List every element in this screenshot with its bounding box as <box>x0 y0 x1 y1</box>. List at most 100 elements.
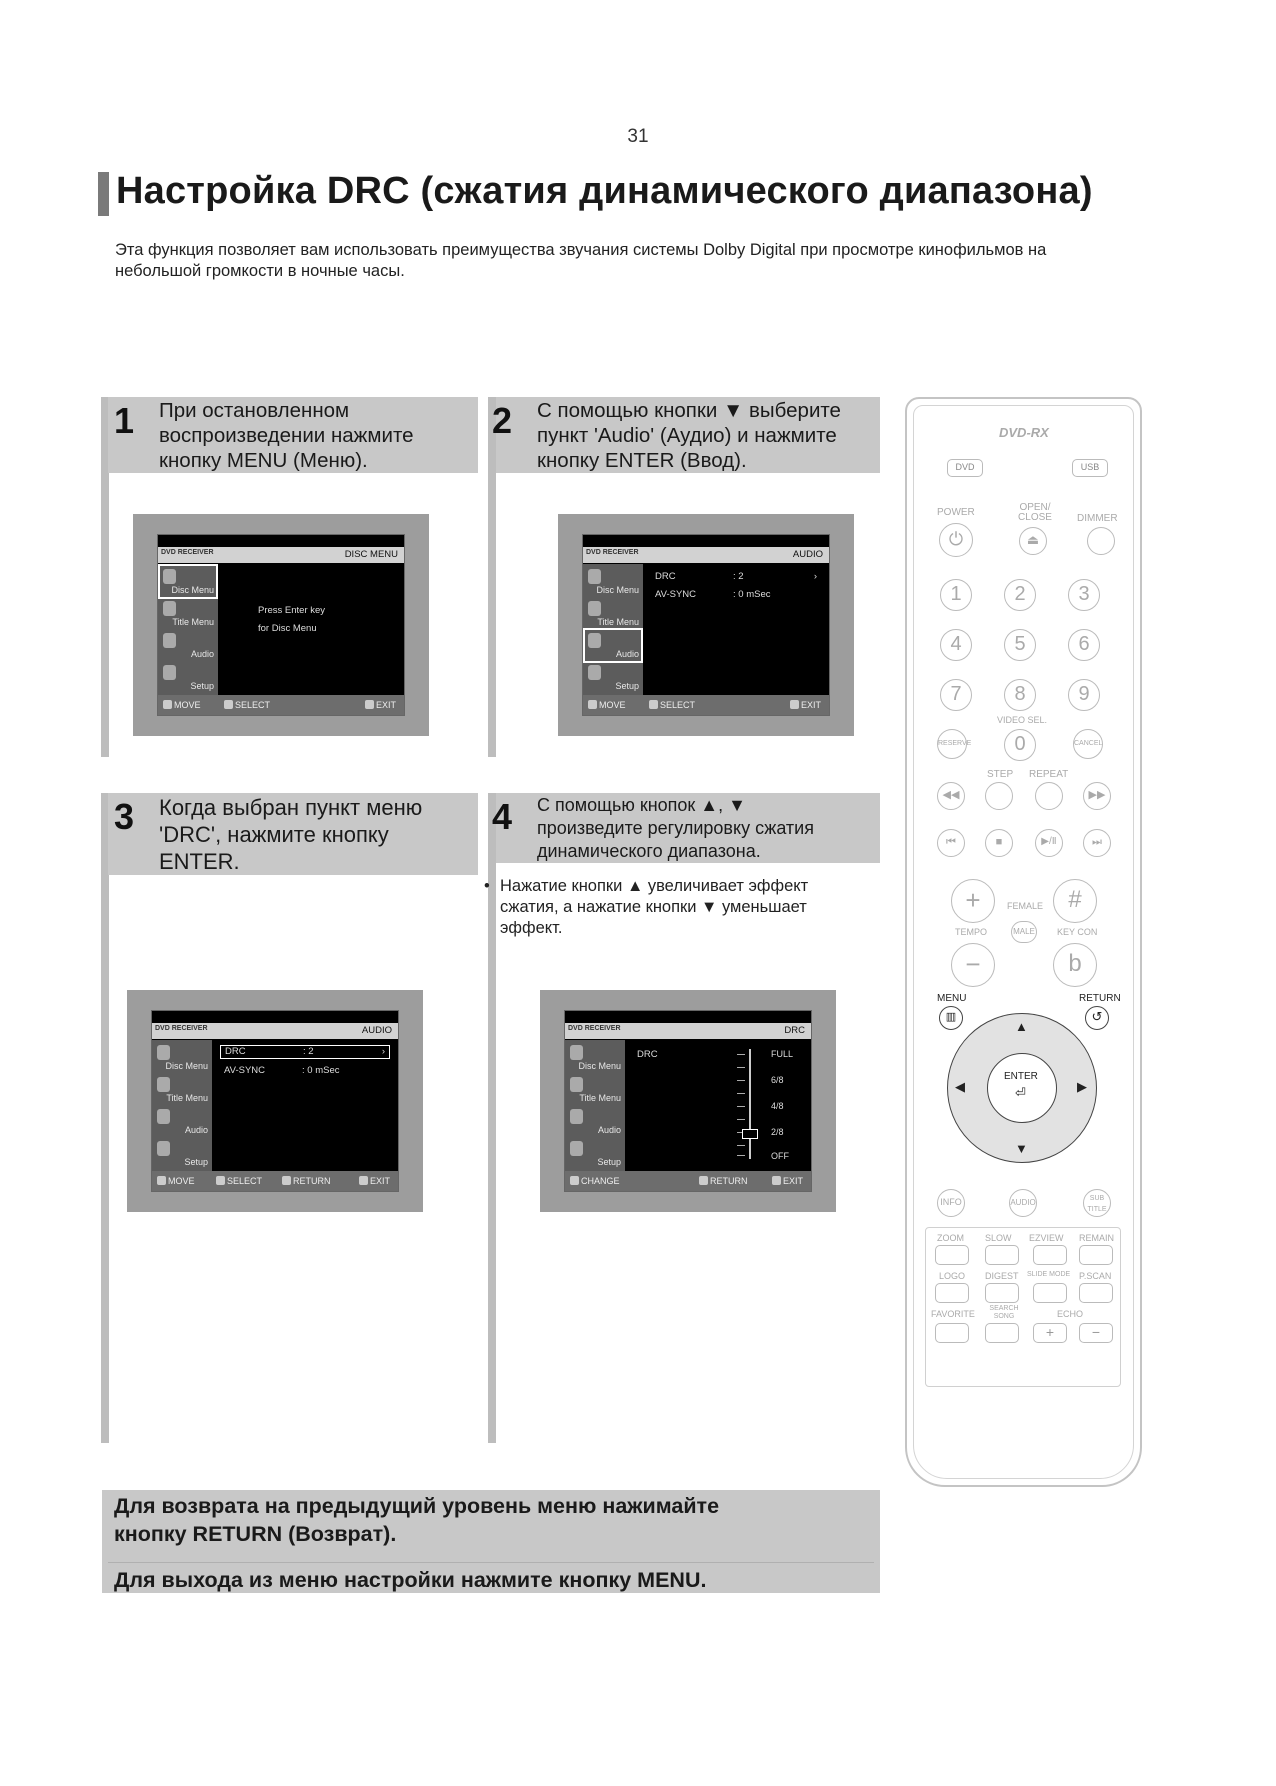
speaker-icon <box>163 633 176 648</box>
fast-forward-icon: ▶▶ <box>1083 782 1111 810</box>
step-4-note: • Нажатие кнопки ▲ увеличивает эффект сж… <box>484 876 880 939</box>
scale-tick <box>737 1067 745 1068</box>
digest-button <box>985 1283 1019 1303</box>
note-line: сжатия, а нажатие кнопки ▼ уменьшает <box>500 898 807 916</box>
osd-side-item-title-menu: Title Menu <box>160 598 216 629</box>
osd-footer: MOVE SELECT RETURN EXIT <box>152 1171 398 1191</box>
osd-header: DVD RECEIVER DISC MENU <box>158 547 404 563</box>
remote-label-enter: ENTER <box>1004 1071 1038 1082</box>
osd-side-label: Setup <box>184 1157 208 1167</box>
title-icon <box>588 601 601 616</box>
digit-4-button: 4 <box>940 629 972 661</box>
scale-tick <box>737 1155 745 1156</box>
rewind-icon: ◀◀ <box>937 782 965 810</box>
digit-6-button: 6 <box>1068 629 1100 661</box>
dimmer-button <box>1087 527 1115 555</box>
power-icon: ⏻ <box>939 523 973 557</box>
osd-sidebar: Disc Menu Title Menu Audio Setup <box>152 1040 212 1172</box>
remote-label-slow: SLOW <box>985 1233 1012 1243</box>
osd-footer-exit: EXIT <box>771 1176 803 1186</box>
digit-2-button: 2 <box>1004 579 1036 611</box>
osd-side-item-setup: Setup <box>154 1138 210 1169</box>
osd-row-av-sync: AV-SYNC : 0 mSec <box>220 1065 390 1079</box>
chevron-right-icon: › <box>381 1046 385 1057</box>
bottom-instruction-line: Для возврата на предыдущий уровень меню … <box>114 1494 720 1518</box>
scale-tick <box>737 1080 745 1081</box>
remote-label-menu: MENU <box>937 993 967 1004</box>
scale-tick <box>737 1132 745 1133</box>
gear-icon <box>588 665 601 680</box>
scale-label-4-8: 4/8 <box>771 1101 784 1111</box>
subtitle-button: SUB TITLE <box>1083 1189 1111 1217</box>
speaker-icon <box>157 1109 170 1124</box>
osd-brand: DVD RECEIVER <box>586 549 639 556</box>
stop-icon: ■ <box>985 829 1013 857</box>
enter-button <box>987 1053 1057 1123</box>
osd-side-item-audio: Audio <box>567 1106 623 1137</box>
disc-icon <box>163 569 176 584</box>
intro-line: небольшой громкости в ночные часы. <box>115 262 405 280</box>
osd-content: DRC FULL 6/8 4/8 2/8 OFF <box>627 1041 811 1171</box>
osd-side-item-disc-menu: Disc Menu <box>158 564 218 599</box>
remote-control: DVD-RX DVD USB POWER OPEN/ CLOSE DIMMER … <box>905 397 1142 1487</box>
search-song-button <box>985 1323 1019 1343</box>
exit-key-icon <box>771 1176 781 1185</box>
osd-footer: CHANGE RETURN EXIT <box>565 1171 811 1191</box>
step-2-text: С помощью кнопки ▼ выберите пункт 'Audio… <box>537 398 841 473</box>
step-text-line: При остановленном <box>159 399 350 422</box>
play-pause-icon: ▶/Ⅱ <box>1035 829 1063 857</box>
step-2-number: 2 <box>492 400 513 441</box>
step-column-right <box>488 397 496 757</box>
intro-text: Эта функция позволяет вам использовать п… <box>115 240 1175 282</box>
arrow-up-icon: ▲ <box>1015 1019 1028 1034</box>
digit-8-button: 8 <box>1004 679 1036 711</box>
step-4-header <box>496 793 880 863</box>
osd-message-line: for Disc Menu <box>258 623 317 634</box>
osd-footer-select: SELECT <box>649 700 695 710</box>
remote-label-tempo: TEMPO <box>955 927 988 937</box>
exit-key-icon <box>358 1176 368 1185</box>
note-line: эффект. <box>500 919 563 937</box>
enter-icon: ⏎ <box>1015 1085 1026 1100</box>
osd-row-key: DRC <box>637 1049 658 1060</box>
osd-footer-select: SELECT <box>224 700 270 710</box>
gear-icon <box>570 1141 583 1156</box>
osd-side-item-title-menu: Title Menu <box>154 1074 210 1105</box>
scale-tick <box>737 1093 745 1094</box>
step-column-left <box>101 397 109 757</box>
digit-1-button: 1 <box>940 579 972 611</box>
remote-label-search-song: SEARCH SONG <box>989 1305 1019 1320</box>
previous-icon: ⏮ <box>937 829 965 857</box>
osd-header: DVD RECEIVER AUDIO <box>583 547 829 563</box>
osd-side-label: Disc Menu <box>171 585 214 595</box>
key-down-icon: b <box>1053 943 1097 987</box>
return-icon: ↺ <box>1085 1006 1109 1030</box>
remote-label-p-scan: P.SCAN <box>1079 1271 1112 1281</box>
step-text-line: С помощью кнопок ▲, ▼ <box>537 795 746 815</box>
page-title: Настройка DRC (сжатия динамического диап… <box>116 170 1093 212</box>
remote-label-ezview: EZVIEW <box>1029 1233 1064 1243</box>
scale-tick <box>737 1106 745 1107</box>
osd-row-drc: DRC : 2 › <box>220 1045 390 1059</box>
bottom-instruction-line: Для выхода из меню настройки нажмите кно… <box>114 1568 707 1592</box>
osd-content: Press Enter key for Disc Menu <box>220 565 404 695</box>
osd-screen-audio-drc-selected: DVD RECEIVER AUDIO Disc Menu Title Menu … <box>127 990 423 1212</box>
page-number: 31 <box>627 126 649 147</box>
disc-icon <box>157 1045 170 1060</box>
scale-label-2-8: 2/8 <box>771 1127 784 1137</box>
osd-row-value: : 2 <box>303 1046 314 1057</box>
osd-side-label: Audio <box>184 1125 208 1135</box>
return-key-icon <box>699 1176 708 1185</box>
osd-side-item-title-menu: Title Menu <box>567 1074 623 1105</box>
osd-brand: DVD RECEIVER <box>155 1025 208 1032</box>
title-icon <box>157 1077 170 1092</box>
osd-side-label: Title Menu <box>172 617 214 627</box>
select-key-icon <box>216 1176 225 1185</box>
bottom-instructions <box>102 1490 880 1593</box>
remote-label-logo: LOGO <box>939 1271 966 1281</box>
osd-side-label: Disc Menu <box>165 1061 208 1071</box>
osd-header: DVD RECEIVER AUDIO <box>152 1023 398 1039</box>
arrow-left-icon: ◀ <box>955 1079 965 1094</box>
osd-side-item-disc-menu: Disc Menu <box>154 1042 210 1073</box>
drc-level-scale: FULL 6/8 4/8 2/8 OFF <box>727 1049 817 1161</box>
